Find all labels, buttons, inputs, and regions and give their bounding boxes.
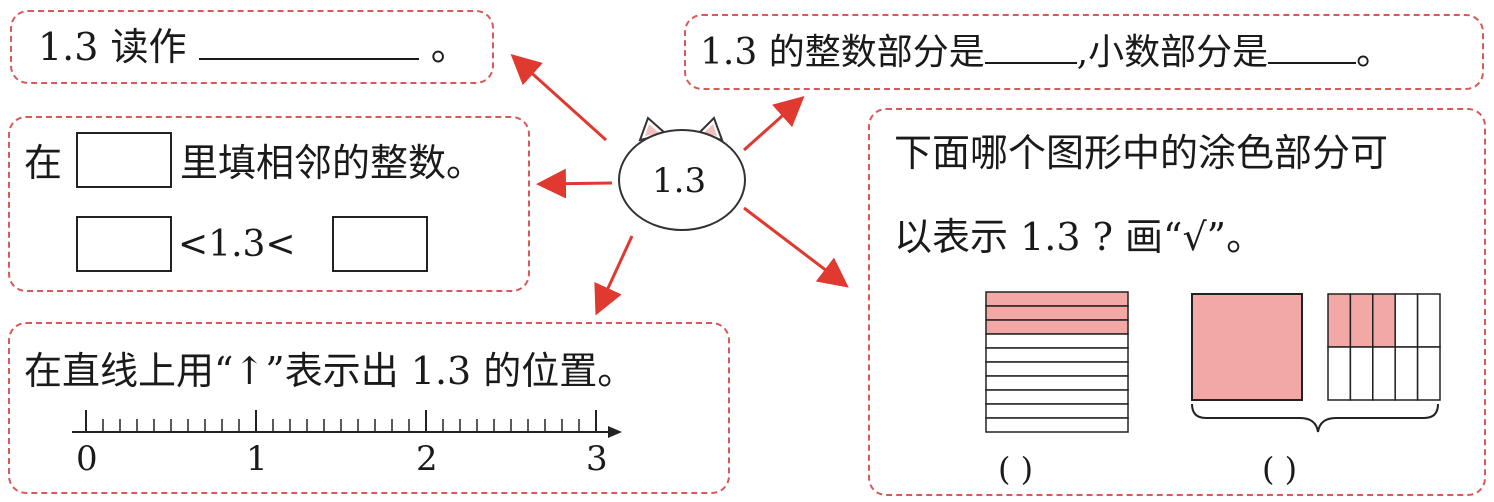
arrow-to-q5 (743, 206, 849, 288)
q1-text: 1.3 读作 。 (38, 24, 469, 70)
q3-lower-answer-box[interactable] (76, 216, 172, 272)
q2-box (684, 14, 1484, 90)
number-line-arrowhead (608, 426, 622, 438)
q2-text: 1.3 的整数部分是 ,小数部分是 。 (700, 30, 1392, 76)
q1-box (10, 10, 494, 84)
figure-b-grid-cell (1349, 346, 1374, 401)
figure-b-grid-cell (1416, 293, 1441, 348)
arrow-to-q3 (536, 168, 613, 199)
q3-sample-box (76, 132, 172, 188)
figure-b-grid (1327, 293, 1441, 401)
q5-line2: 以表示 1.3 ? 画“√”。 (894, 215, 1265, 259)
q2-part2: ,小数部分是 (1076, 32, 1269, 73)
arrow-to-q4 (594, 235, 634, 316)
figure-a-strip (985, 417, 1129, 433)
figure-b-grid-cell (1349, 293, 1374, 348)
q4-box (8, 322, 730, 494)
q3-prefix: 在 (24, 141, 63, 185)
figure-b-grid-cell (1372, 346, 1396, 401)
center-label: 1.3 (652, 161, 707, 201)
number-line-tick-label: 2 (416, 439, 438, 479)
figure-a-strip (985, 403, 1129, 419)
figure-a-strip (985, 305, 1129, 321)
figure-a-strip (985, 347, 1129, 363)
number-line-tick-label: 0 (76, 439, 98, 479)
number-line-tick-label: 3 (586, 439, 608, 479)
cat-head-icon (618, 116, 746, 231)
q2-part1: 1.3 的整数部分是 (700, 32, 985, 73)
figure-a-strips (985, 291, 1129, 433)
figure-a-strip (985, 389, 1129, 405)
q2-part3: 。 (1356, 32, 1393, 73)
figure-b-grid-cell (1327, 293, 1352, 348)
q3-upper-answer-box[interactable] (332, 216, 428, 272)
number-line-tick-label: 1 (246, 439, 268, 479)
q5-line1: 下面哪个图形中的涂色部分可 (894, 131, 1389, 175)
q2-integer-blank[interactable] (984, 56, 1077, 64)
q4-instruction: 在直线上用“↑”表示出 1.3 的位置。 (24, 349, 636, 393)
q1-prefix: 1.3 读作 (38, 25, 187, 69)
figure-b-grid-cell (1394, 293, 1419, 348)
figure-b-grid-cell (1372, 293, 1396, 348)
figure-b-full-square (1191, 293, 1303, 401)
q5-answer-paren-a[interactable]: ( ) (998, 450, 1034, 488)
figure-a-strip (985, 291, 1129, 307)
q5-answer-paren-b[interactable]: ( ) (1262, 450, 1298, 488)
figure-a-strip (985, 319, 1129, 335)
figure-b-grid-cell (1416, 346, 1441, 401)
q1-suffix: 。 (430, 25, 469, 69)
figure-a-strip (985, 375, 1129, 391)
figure-b-grid-cell (1327, 346, 1352, 401)
arrow-to-q2 (743, 96, 805, 152)
q1-answer-blank[interactable] (198, 52, 419, 60)
figure-a-strip (985, 333, 1129, 349)
q2-decimal-blank[interactable] (1268, 56, 1357, 64)
figure-b-brace (1191, 403, 1439, 433)
figure-b-grid-cell (1394, 346, 1419, 401)
q3-instruction: 里填相邻的整数。 (180, 141, 485, 185)
q3-middle: <1.3< (178, 224, 296, 265)
arrow-to-q1 (510, 53, 608, 142)
figure-a-strip (985, 361, 1129, 377)
